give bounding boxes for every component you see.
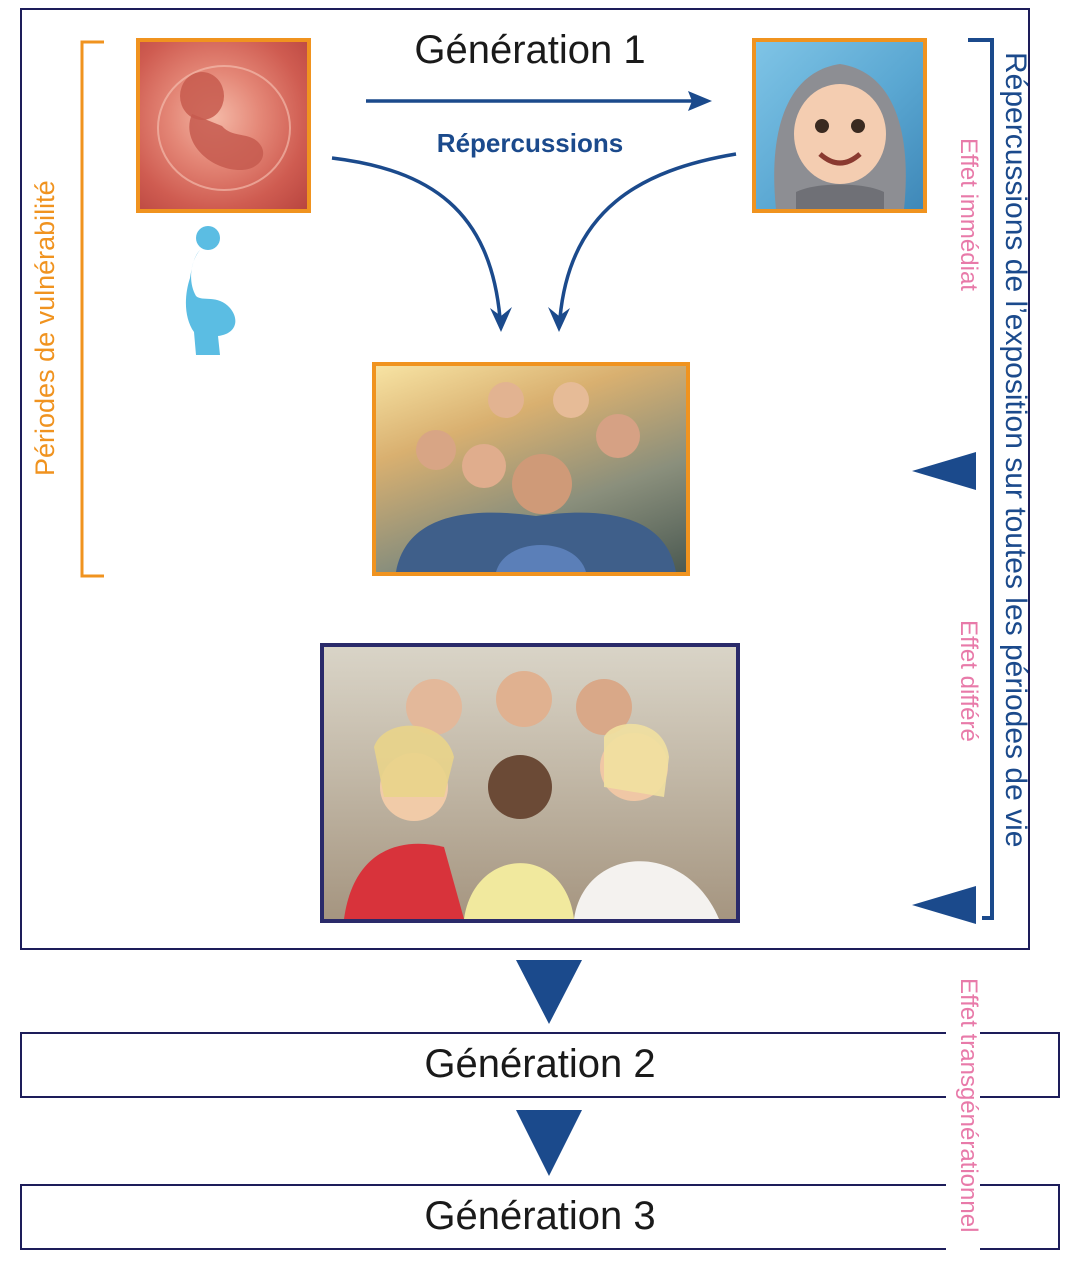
generation-2-box: Génération 2 [20,1032,1060,1098]
adult-group-photo [320,643,740,923]
fetus-photo [136,38,311,213]
generation-1-frame [20,8,1030,950]
teenagers-selfie-photo [372,362,690,576]
curved-arrows [331,152,737,332]
to-generation-3-arrow [516,1110,582,1176]
exposure-axis-line [968,38,994,920]
vulnerability-bracket [80,40,104,578]
immediate-effect-label: Effet immédiat [955,138,982,291]
arrowhead-right [548,307,570,332]
teenagers-group-illustration [396,382,676,572]
baby-in-hood-illustration [774,64,906,209]
top-horizontal-arrow [366,91,712,111]
generation-1-title: Génération 1 [414,28,646,72]
delayed-effect-label: Effet différé [955,620,982,742]
curved-arrow-right [558,152,737,319]
to-generation-2-arrow [516,960,582,1024]
exposure-axis-label: Répercussions de l’exposition sur toutes… [999,52,1032,848]
adult-group-illustration [344,671,719,919]
baby-photo [752,38,927,213]
fetus-silhouette [157,65,291,191]
delayed-effect-pointer [912,886,976,924]
generation-3-title: Génération 3 [424,1194,656,1238]
generation-2-title: Génération 2 [424,1042,656,1086]
curved-arrow-left [331,156,502,319]
vulnerability-label: Périodes de vulnérabilité [30,180,60,476]
immediate-effect-pointer [912,452,976,490]
generation-3-box: Génération 3 [20,1184,1060,1250]
pregnant-woman-icon [185,226,236,355]
transgenerational-effect-label: Effet transgénérationnel [955,978,982,1233]
transgenerational-label-backdrop [946,976,980,1276]
arrowhead-left [490,307,512,332]
repercussions-label: Répercussions [436,128,624,158]
